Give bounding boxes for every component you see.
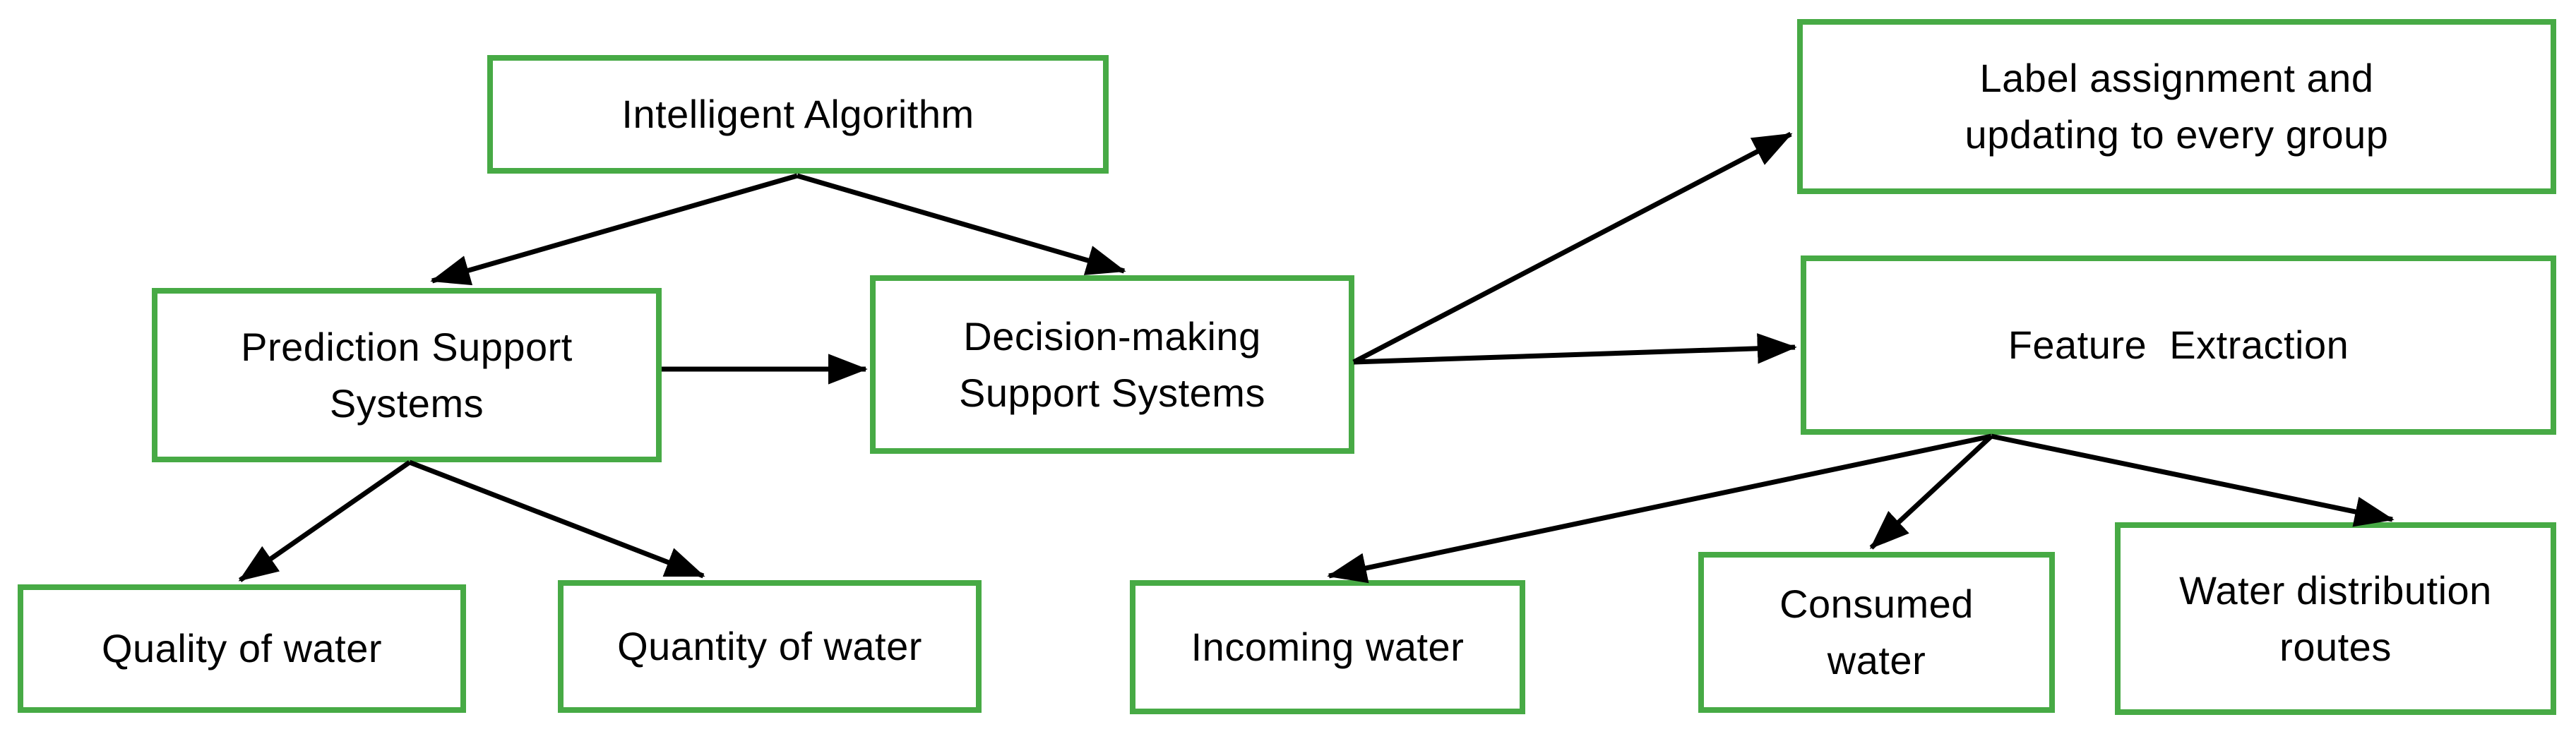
node-feature-extraction-label: Feature Extraction bbox=[2008, 323, 2349, 368]
edge-feature-extraction-to-water-distribution-routes bbox=[1991, 433, 2395, 527]
node-prediction-support: Prediction Support Systems bbox=[152, 288, 662, 462]
edge-prediction-support-to-quality-of-water bbox=[238, 460, 411, 582]
node-decision-making: Decision-making Support Systems bbox=[870, 275, 1354, 454]
node-incoming-water-label: Incoming water bbox=[1191, 625, 1465, 670]
node-quality-of-water-label: Quality of water bbox=[101, 626, 383, 671]
node-intelligent-algorithm: Intelligent Algorithm bbox=[487, 55, 1109, 174]
node-quantity-of-water-label: Quantity of water bbox=[617, 624, 922, 669]
node-decision-making-label: Decision-making Support Systems bbox=[959, 313, 1265, 415]
node-water-distribution-routes: Water distribution routes bbox=[2115, 522, 2556, 715]
node-consumed-water: Consumed water bbox=[1698, 552, 2055, 713]
node-water-distribution-routes-label: Water distribution routes bbox=[2179, 567, 2492, 669]
edge-decision-making-to-feature-extraction bbox=[1353, 333, 1797, 365]
node-feature-extraction: Feature Extraction bbox=[1801, 255, 2556, 435]
node-label-assignment: Label assignment and updating to every g… bbox=[1797, 19, 2556, 194]
edge-prediction-support-to-quantity-of-water bbox=[408, 459, 705, 579]
node-intelligent-algorithm-label: Intelligent Algorithm bbox=[621, 92, 974, 137]
edge-feature-extraction-to-consumed-water bbox=[1869, 434, 1993, 550]
edge-intelligent-algorithm-to-decision-making bbox=[797, 173, 1126, 275]
node-quality-of-water: Quality of water bbox=[18, 584, 466, 713]
node-consumed-water-label: Consumed water bbox=[1779, 582, 1974, 682]
node-prediction-support-label: Prediction Support Systems bbox=[241, 324, 573, 426]
node-label-assignment-label: Label assignment and updating to every g… bbox=[1964, 56, 2389, 157]
edge-decision-making-to-label-assignment bbox=[1352, 131, 1793, 365]
edge-intelligent-algorithm-to-prediction-support bbox=[430, 173, 798, 286]
node-incoming-water: Incoming water bbox=[1130, 580, 1525, 714]
node-quantity-of-water: Quantity of water bbox=[558, 580, 982, 713]
